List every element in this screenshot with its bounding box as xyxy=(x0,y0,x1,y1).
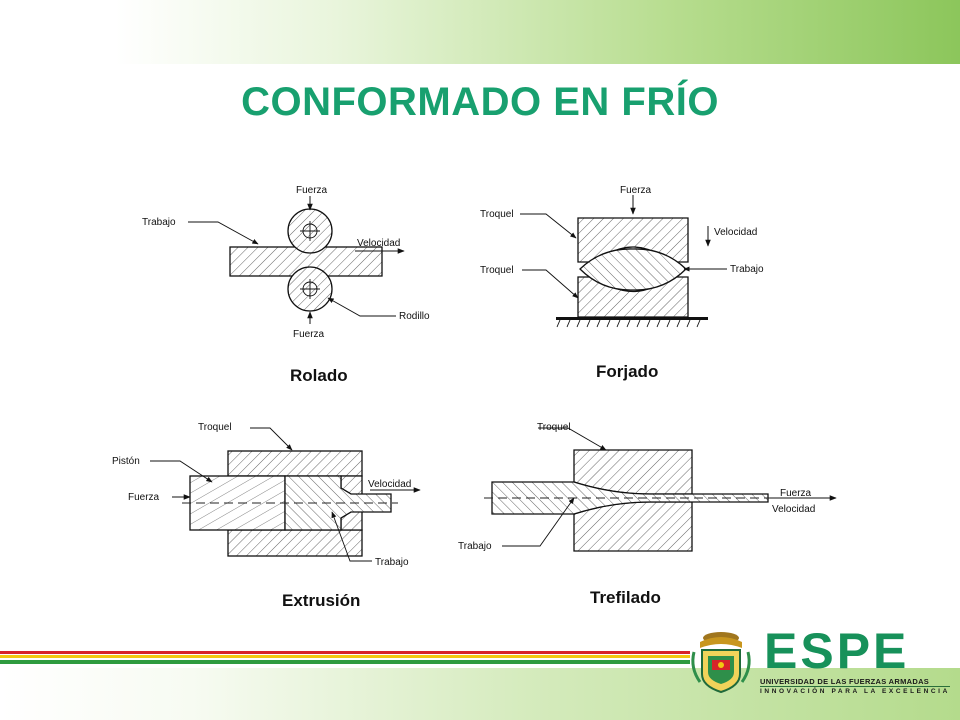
forjado-diagram: Fuerza Troquel Velocidad Troquel Trabajo… xyxy=(480,185,764,381)
forjado-ground xyxy=(556,317,708,320)
forjado-troquel-bottom-label: Troquel xyxy=(480,265,514,276)
university-seal-icon xyxy=(691,632,751,694)
extrusion-die-bottom xyxy=(227,529,363,557)
trefilado-velocidad-label: Velocidad xyxy=(772,504,815,515)
extrusion-trabajo-label: Trabajo xyxy=(375,557,409,568)
forjado-trabajo-label: Trabajo xyxy=(730,264,764,275)
rolado-rodillo-label: Rodillo xyxy=(399,311,430,322)
extrusion-piston-label: Pistón xyxy=(112,456,140,467)
extrusion-velocidad-label: Velocidad xyxy=(368,479,411,490)
trefilado-diagram: Troquel Fuerza Velocidad Trabajo Trefila… xyxy=(458,422,837,607)
footer-green-stripe xyxy=(0,660,690,664)
rolado-velocidad-label: Velocidad xyxy=(357,238,400,249)
rolado-caption: Rolado xyxy=(290,366,348,385)
forjado-fuerza-label: Fuerza xyxy=(620,185,652,196)
rolado-trabajo-label: Trabajo xyxy=(142,217,176,228)
logo-wordmark: ESPE xyxy=(764,623,910,679)
forjado-troquel-top-label: Troquel xyxy=(480,209,514,220)
extrusion-die-top xyxy=(227,450,363,477)
trefilado-trabajo-label: Trabajo xyxy=(458,541,492,552)
header-gradient-band xyxy=(0,0,960,64)
extrusion-diagram: Troquel Pistón Fuerza Velocidad Trabajo … xyxy=(112,422,421,610)
extrusion-fuerza-label: Fuerza xyxy=(128,492,160,503)
rolado-fuerza-top-label: Fuerza xyxy=(296,185,328,196)
extrusion-caption: Extrusión xyxy=(282,591,360,610)
trefilado-caption: Trefilado xyxy=(590,588,661,607)
logo-divider xyxy=(760,686,950,687)
trefilado-fuerza-label: Fuerza xyxy=(780,488,812,499)
university-name: UNIVERSIDAD DE LAS FUERZAS ARMADAS xyxy=(760,677,930,686)
forjado-caption: Forjado xyxy=(596,362,658,381)
slide-title: CONFORMADO EN FRÍO xyxy=(241,80,719,124)
extrusion-troquel-label: Troquel xyxy=(198,422,232,433)
footer-red-stripe xyxy=(0,651,690,654)
footer-gradient-band xyxy=(0,668,960,720)
rolado-fuerza-bottom-label: Fuerza xyxy=(293,329,325,340)
trefilado-troquel-label: Troquel xyxy=(537,422,571,433)
rolado-diagram: Fuerza Trabajo Velocidad Rodillo Fuerza … xyxy=(142,185,430,385)
espe-logo: ESPE UNIVERSIDAD DE LAS FUERZAS ARMADAS … xyxy=(688,626,956,696)
university-slogan: INNOVACIÓN PARA LA EXCELENCIA xyxy=(760,688,950,695)
footer-yellow-stripe xyxy=(0,655,690,658)
forjado-velocidad-label: Velocidad xyxy=(714,227,757,238)
